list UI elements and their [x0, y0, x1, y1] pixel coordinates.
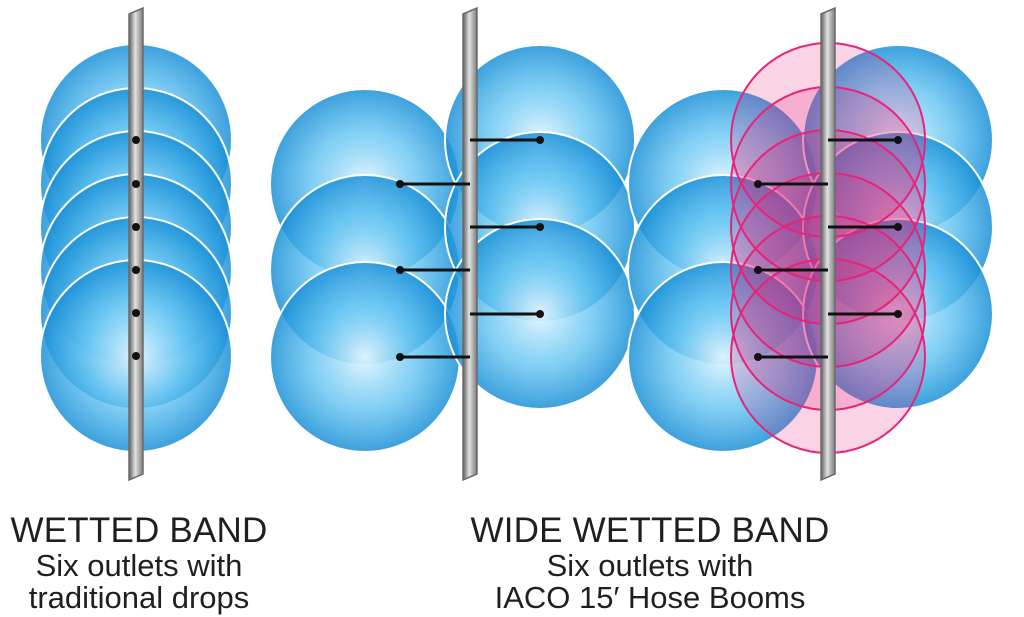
outlet-dot [396, 353, 404, 361]
caption-line-2: IACO 15′ Hose Booms [494, 580, 806, 616]
outlet-dot [754, 266, 762, 274]
outlet-dot [536, 223, 544, 231]
outlet-dot [132, 266, 140, 274]
outlet-dot [894, 310, 902, 318]
outlet-dot [894, 223, 902, 231]
outlet-dot [754, 353, 762, 361]
outlet-dot [132, 136, 140, 144]
outlet-dot [132, 223, 140, 231]
panel-hose-booms-with-overlay [627, 6, 994, 482]
outlet-dot [396, 266, 404, 274]
panel-traditional-drops [39, 6, 233, 482]
outlet-dot [536, 136, 544, 144]
caption-title: WETTED BAND [10, 511, 268, 550]
pipe [462, 6, 478, 482]
caption-line-2: traditional drops [28, 580, 250, 616]
outlet-dot [396, 180, 404, 188]
outlet-dot [132, 309, 140, 317]
outlet-dot [132, 180, 140, 188]
caption-wetted-band: WETTED BAND Six outlets with traditional… [0, 511, 278, 616]
caption-line-1: Six outlets with [35, 547, 243, 583]
panel-hose-booms [269, 6, 636, 482]
outlet-dot [536, 310, 544, 318]
outlet-dot [754, 180, 762, 188]
caption-wide-wetted-band: WIDE WETTED BAND Six outlets with IACO 1… [445, 511, 855, 616]
pipe [820, 6, 836, 482]
outlet-dot [894, 136, 902, 144]
pipe [128, 6, 144, 482]
caption-title: WIDE WETTED BAND [470, 511, 830, 550]
caption-line-1: Six outlets with [546, 547, 754, 583]
outlet-dot [132, 352, 140, 360]
